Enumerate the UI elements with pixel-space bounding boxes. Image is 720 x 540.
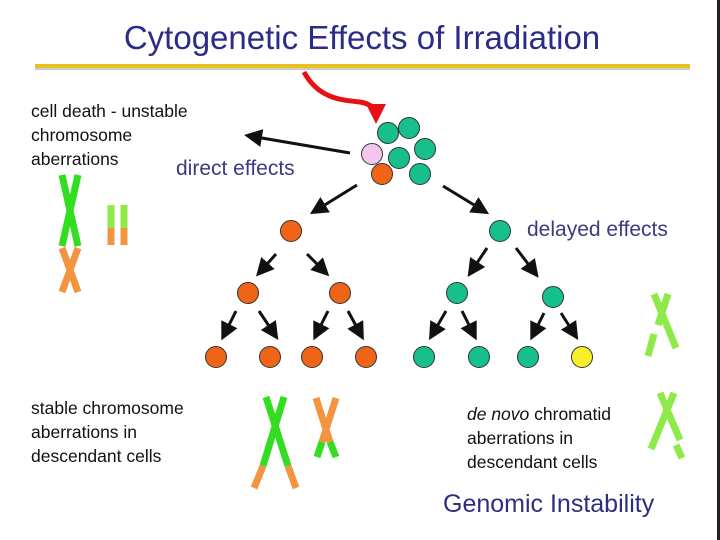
cell-dying bbox=[361, 143, 383, 165]
cell-death-label: cell death - unstable chromosome aberrat… bbox=[31, 101, 193, 169]
cell-new-aberrant bbox=[571, 346, 593, 368]
direct-effects-label: direct effects bbox=[176, 157, 295, 180]
arrow bbox=[514, 247, 539, 278]
cell-normal bbox=[409, 163, 431, 185]
cell-normal bbox=[517, 346, 539, 368]
cell-normal bbox=[446, 282, 468, 304]
arrow bbox=[530, 312, 547, 341]
cell-aberrant bbox=[371, 163, 393, 185]
cell-aberrant bbox=[205, 346, 227, 368]
arrow bbox=[256, 253, 278, 277]
arrow bbox=[428, 310, 448, 341]
arrow bbox=[559, 312, 579, 341]
genomic-instability-label: Genomic Instability bbox=[443, 490, 655, 518]
dicentric-chromosome bbox=[58, 174, 82, 294]
page-title: Cytogenetic Effects of Irradiation bbox=[124, 19, 600, 56]
chromosomes bbox=[58, 174, 686, 490]
cell-aberrant bbox=[237, 282, 259, 304]
arrow bbox=[305, 252, 330, 277]
de-novo-aberrations-label: de novo chromatid aberrations in descend… bbox=[467, 404, 616, 472]
arrow bbox=[460, 310, 477, 341]
arrow bbox=[442, 184, 490, 215]
radiation-arrow bbox=[301, 70, 386, 124]
cell-aberrant bbox=[259, 346, 281, 368]
delayed-effects-label: delayed effects bbox=[527, 218, 668, 241]
arrow bbox=[309, 183, 358, 215]
cell-normal bbox=[398, 117, 420, 139]
arrow bbox=[257, 310, 279, 340]
cell-normal bbox=[542, 286, 564, 308]
arrow bbox=[467, 247, 489, 277]
stable-aberrations-label: stable chromosome aberrations in descend… bbox=[31, 398, 189, 466]
cell-aberrant bbox=[301, 346, 323, 368]
arrows bbox=[221, 129, 579, 341]
arrow bbox=[313, 310, 330, 341]
chromatid-aberration-2 bbox=[647, 391, 686, 460]
chromatid-aberration-1 bbox=[644, 292, 680, 357]
cell-normal bbox=[413, 346, 435, 368]
arrow-direct bbox=[244, 129, 351, 155]
cell-aberrant bbox=[329, 282, 351, 304]
cell-normal bbox=[468, 346, 490, 368]
fragment-chromosome bbox=[107, 205, 128, 245]
translocation-chromosome-2 bbox=[312, 396, 340, 459]
cell-aberrant bbox=[280, 220, 302, 242]
cells bbox=[205, 117, 593, 368]
cell-normal bbox=[414, 138, 436, 160]
translocation-chromosome-1 bbox=[250, 395, 300, 490]
cell-normal bbox=[377, 122, 399, 144]
cell-normal bbox=[489, 220, 511, 242]
arrow bbox=[346, 310, 364, 341]
arrow bbox=[221, 310, 238, 341]
cell-aberrant bbox=[355, 346, 377, 368]
cell-normal bbox=[388, 147, 410, 169]
